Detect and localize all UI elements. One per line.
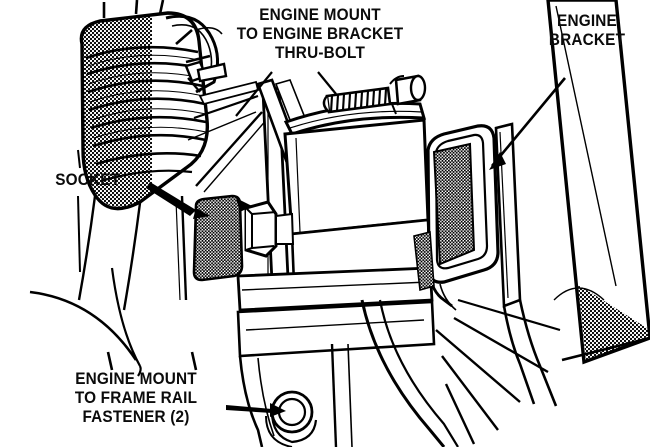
hose-clamp (102, 0, 228, 93)
thru-bolt (322, 86, 392, 114)
leader-engine-bracket (489, 77, 567, 170)
bolt-head-stud (389, 74, 427, 115)
lower-frame-curves (29, 267, 561, 447)
callout-frame-rail-fastener: ENGINE MOUNT TO FRAME RAIL FASTENER (2) (74, 370, 198, 426)
leader-frame-rail-fastener (106, 351, 286, 417)
engine-bracket (426, 124, 500, 311)
engine-mount-block (236, 101, 436, 358)
socket-tool (236, 198, 295, 258)
callout-socket: SOCKET (55, 171, 121, 189)
socket-plate (192, 194, 244, 282)
frame-rail-fastener (265, 390, 318, 447)
frame-rail (494, 122, 558, 407)
bracket-shadow-sliver (413, 230, 435, 292)
socket-tick (77, 149, 81, 273)
leader-thru-bolt (235, 71, 337, 117)
callout-engine-bracket: ENGINE BRACKET (548, 12, 626, 49)
leader-socket (146, 182, 210, 219)
inner-fender-panel (175, 80, 269, 301)
air-intake-hose (77, 11, 210, 311)
callout-engine-mount-thru-bolt: ENGINE MOUNT TO ENGINE BRACKET THRU-BOLT (236, 6, 404, 62)
